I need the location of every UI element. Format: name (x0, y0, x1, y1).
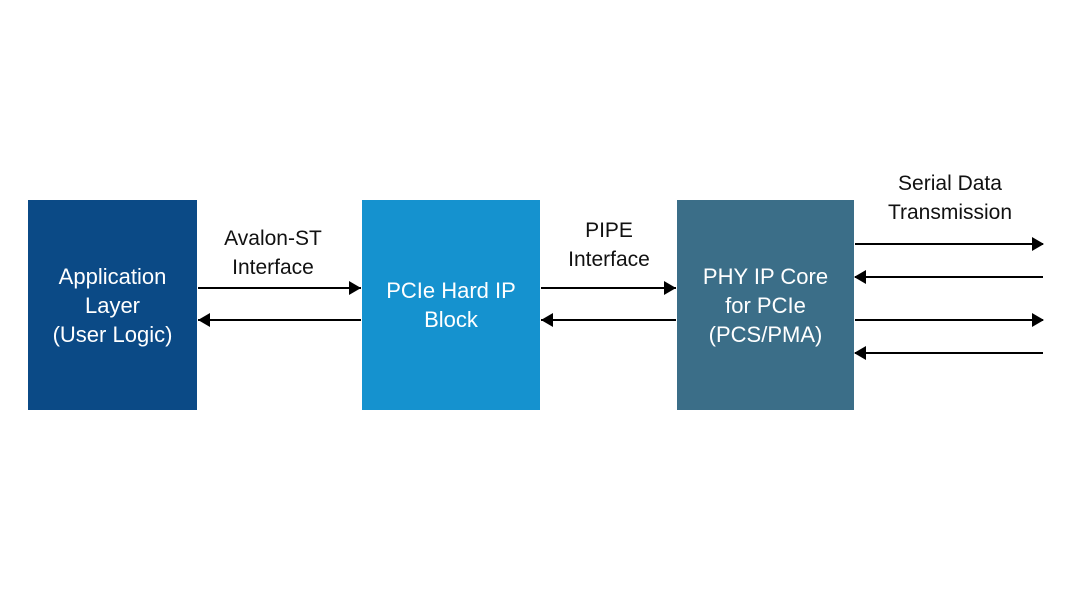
application-layer-label: Application Layer (User Logic) (52, 263, 173, 347)
arrowhead (1032, 313, 1044, 327)
arrowhead (349, 281, 361, 295)
phy-ip-core-label: PHY IP Core for PCIe (PCS/PMA) (702, 263, 829, 347)
arrowhead (664, 281, 676, 295)
pcie-hard-ip-block: PCIe Hard IP Block (362, 200, 540, 410)
application-layer-block: Application Layer (User Logic) (28, 200, 197, 410)
arrowhead (854, 270, 866, 284)
arrowhead (541, 313, 553, 327)
phy-ip-core-block: PHY IP Core for PCIe (PCS/PMA) (677, 200, 854, 410)
pcie-hard-ip-label: PCIe Hard IP Block (386, 278, 516, 332)
avalon-st-interface-label: Avalon-ST Interface (224, 227, 322, 279)
arrowhead (198, 313, 210, 327)
pipe-interface-label: PIPE Interface (568, 219, 650, 271)
arrowhead (854, 346, 866, 360)
serial-data-transmission-label: Serial Data Transmission (887, 172, 1013, 224)
arrowhead (1032, 237, 1044, 251)
